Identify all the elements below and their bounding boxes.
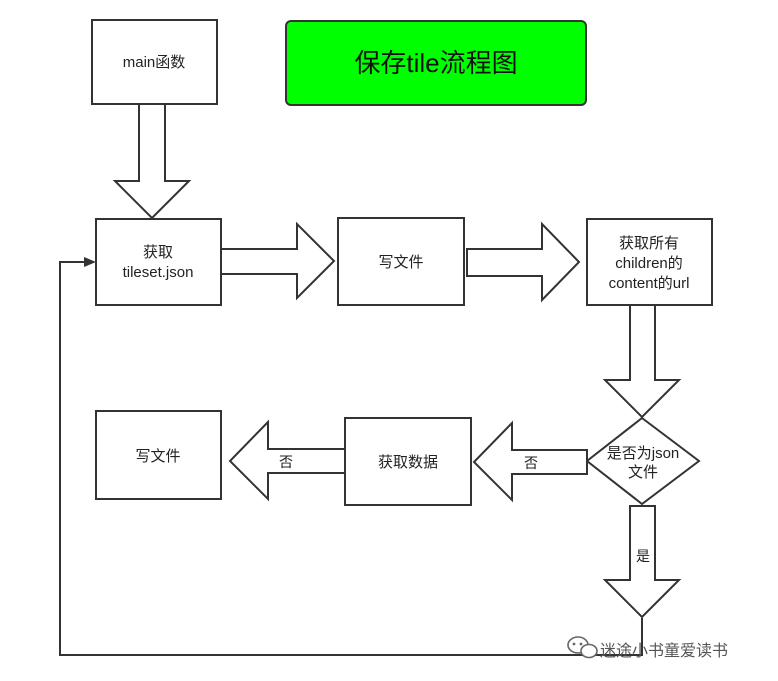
title-box — [285, 20, 587, 106]
get-children-label-line2: children的 — [615, 255, 683, 272]
loop-back-line — [59, 261, 643, 656]
edge-label-no-2: 否 — [279, 454, 293, 470]
write-file-bottom-box — [95, 410, 222, 500]
main-function-label: main函数 — [123, 54, 186, 71]
arrow-get-data-to-write-file-no — [228, 419, 346, 502]
write-file-top-label: 写文件 — [378, 254, 423, 271]
arrow-get-tileset-to-write-file — [220, 221, 336, 301]
main-function-box — [91, 19, 218, 105]
edge-label-yes: 是 — [636, 548, 650, 564]
get-data-label: 获取数据 — [378, 454, 438, 471]
wechat-icon — [567, 636, 598, 659]
diagram-title: 保存tile流程图 — [354, 48, 517, 78]
get-children-url-box — [586, 218, 713, 306]
watermark: 迷途小书童爱读书 — [567, 636, 728, 660]
get-children-label-line3: content的url — [609, 275, 690, 292]
write-file-bottom-label: 写文件 — [135, 448, 180, 465]
arrow-decision-to-get-data-no — [472, 420, 588, 503]
loop-back-arrowhead — [84, 257, 96, 267]
decision-label-line1: 是否为json — [607, 445, 680, 462]
arrow-main-to-get-tileset — [112, 103, 192, 220]
watermark-text: 迷途小书童爱读书 — [600, 641, 728, 660]
json-file-decision-diamond — [585, 416, 701, 506]
arrow-decision-yes-down — [602, 505, 682, 619]
get-tileset-label-line2: tileset.json — [123, 264, 194, 281]
get-tileset-label-line1: 获取 — [143, 244, 173, 261]
write-file-top-box — [337, 217, 465, 306]
arrow-get-children-to-decision — [602, 304, 682, 419]
get-children-label-line1: 获取所有 — [619, 235, 679, 252]
edge-label-no-1: 否 — [524, 455, 538, 471]
get-tileset-box — [95, 218, 222, 306]
arrow-write-file-to-get-children — [466, 221, 581, 303]
decision-label-line2: 文件 — [628, 464, 658, 481]
